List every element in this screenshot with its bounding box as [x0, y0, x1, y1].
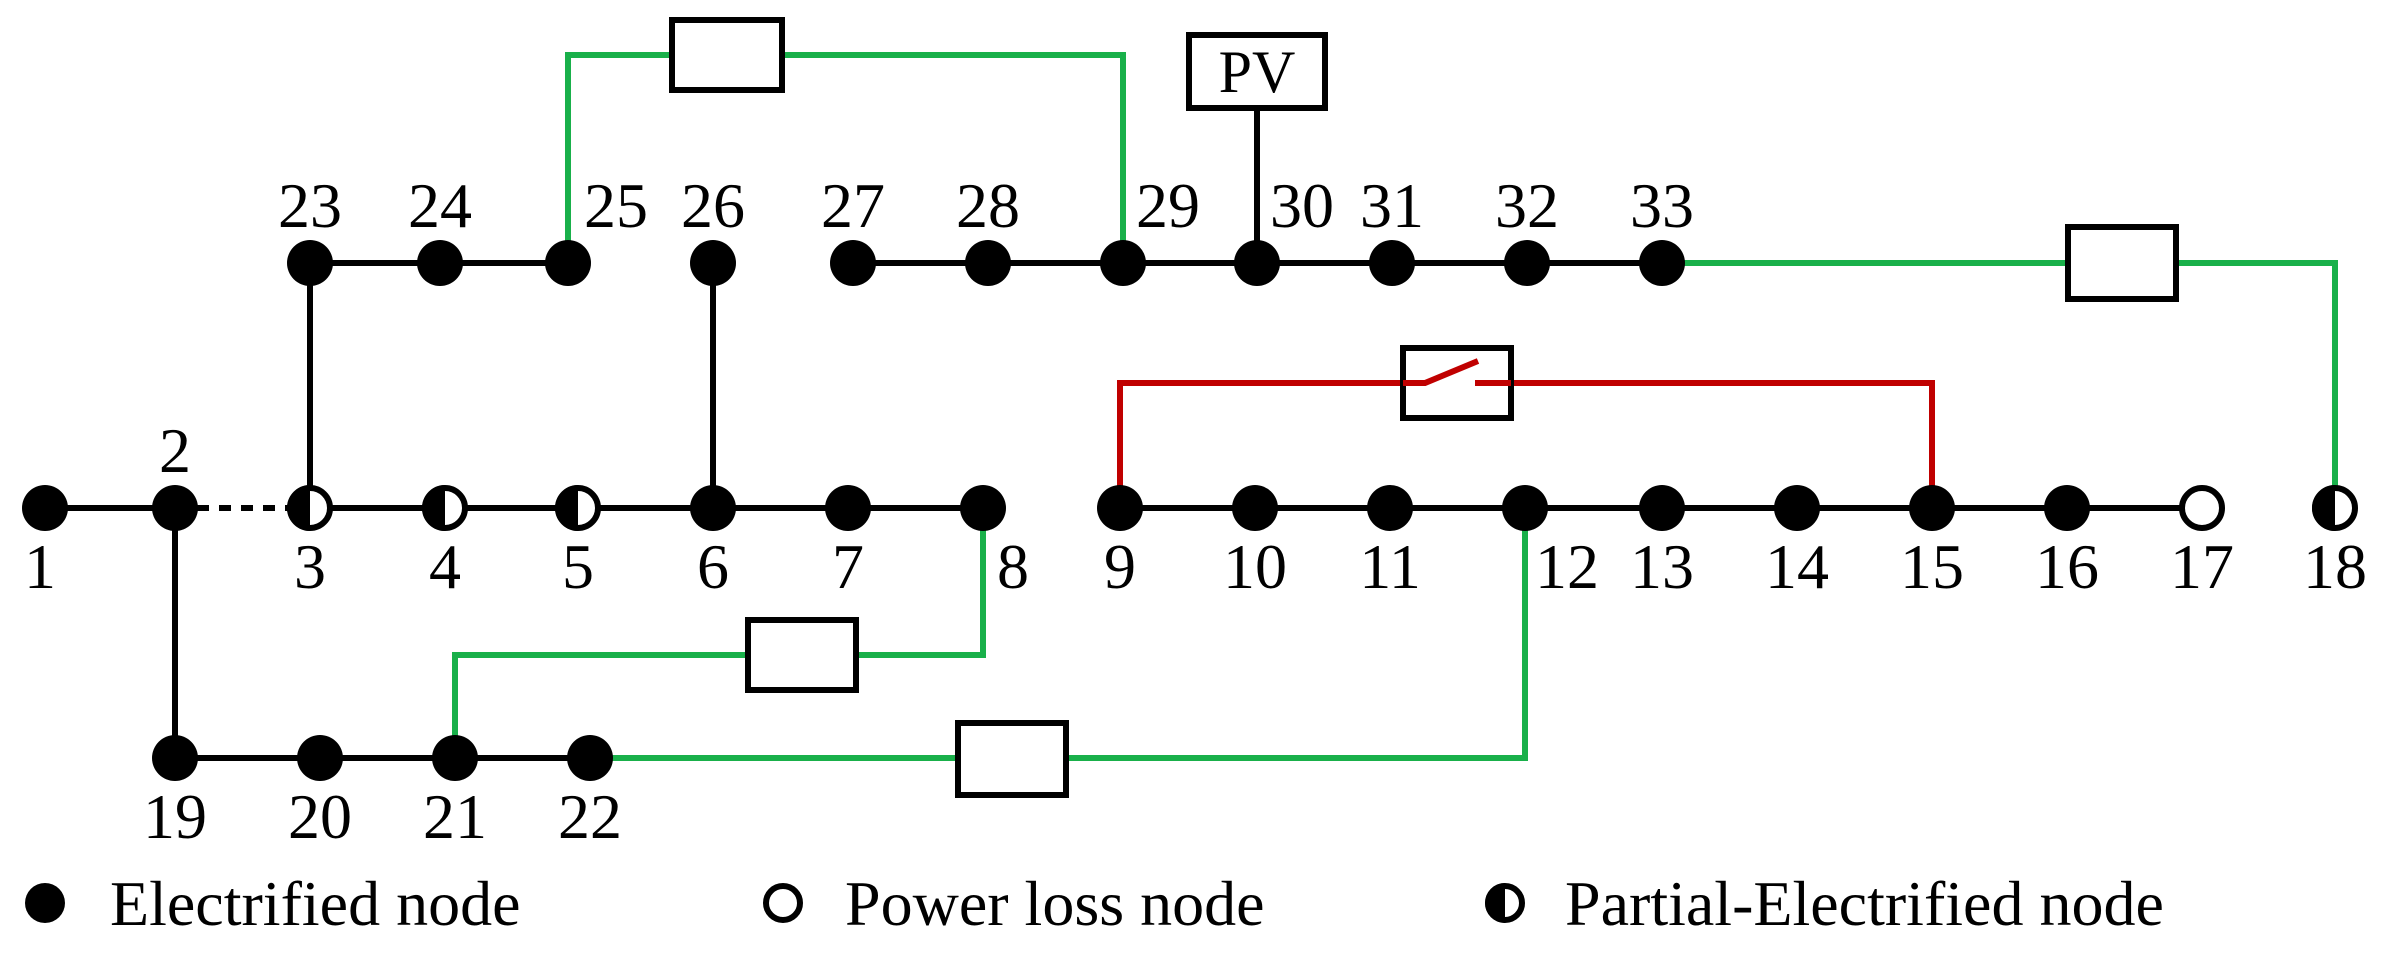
tie-switch-box	[745, 617, 859, 693]
node-24	[417, 240, 463, 286]
tie-line-33-18	[1662, 224, 2338, 508]
node-label-27: 27	[821, 170, 885, 241]
node-1	[22, 485, 68, 531]
pv-box	[1186, 32, 1328, 111]
node-29	[1100, 240, 1146, 286]
node-31	[1369, 240, 1415, 286]
node-label-21: 21	[423, 781, 487, 852]
legend-symbol-power-loss	[763, 883, 803, 923]
node-label-25: 25	[584, 170, 648, 241]
node-label-20: 20	[288, 781, 352, 852]
node-label-28: 28	[956, 170, 1020, 241]
node-19	[152, 735, 198, 781]
legend-symbol-electrified	[25, 883, 65, 923]
tie-switch-box	[955, 720, 1069, 798]
node-32	[1504, 240, 1550, 286]
node-18	[2312, 485, 2358, 531]
tie-switch-box	[2065, 224, 2179, 302]
node-15	[1909, 485, 1955, 531]
node-9	[1097, 485, 1143, 531]
node-label-15: 15	[1900, 531, 1964, 602]
legend-label-partial: Partial-Electrified node	[1565, 868, 2164, 939]
node-label-11: 11	[1359, 531, 1421, 602]
node-2	[152, 485, 198, 531]
node-label-10: 10	[1223, 531, 1287, 602]
node-8	[960, 485, 1006, 531]
node-label-19: 19	[143, 781, 207, 852]
tie-switch-box	[669, 17, 785, 93]
pv-layer: PV	[1186, 32, 1328, 263]
node-label-3: 3	[294, 531, 326, 602]
node-22	[567, 735, 613, 781]
node-20	[297, 735, 343, 781]
legend: Electrified node Power loss node Partial-E…	[25, 868, 2164, 939]
tie-line-12-22	[590, 508, 1528, 798]
node-11	[1367, 485, 1413, 531]
node-23	[287, 240, 333, 286]
tie-line-8-21	[452, 508, 986, 758]
node-12	[1502, 485, 1548, 531]
node-21	[432, 735, 478, 781]
node-label-24: 24	[408, 170, 472, 241]
node-label-12: 12	[1535, 531, 1599, 602]
node-label-2: 2	[159, 415, 191, 486]
node-13	[1639, 485, 1685, 531]
node-3	[287, 485, 333, 531]
tie-line-25-29	[565, 17, 1126, 263]
tie-lines-layer	[452, 17, 2338, 798]
node-27	[830, 240, 876, 286]
node-25	[545, 240, 591, 286]
node-5	[555, 485, 601, 531]
pv-source: PV	[1186, 32, 1328, 263]
node-label-8: 8	[997, 531, 1029, 602]
pv-label: PV	[1219, 39, 1296, 105]
nodes-layer	[22, 240, 2358, 781]
node-label-31: 31	[1360, 170, 1424, 241]
node-4	[422, 485, 468, 531]
node-label-7: 7	[832, 531, 864, 602]
node-label-1: 1	[24, 531, 56, 602]
node-label-22: 22	[558, 781, 622, 852]
tie-line-9-15	[1117, 345, 1935, 508]
node-14	[1774, 485, 1820, 531]
node-label-16: 16	[2035, 531, 2099, 602]
legend-item-electrified: Electrified node	[25, 868, 520, 939]
node-16	[2044, 485, 2090, 531]
legend-label-power-loss: Power loss node	[845, 868, 1265, 939]
node-label-29: 29	[1136, 170, 1200, 241]
node-label-14: 14	[1765, 531, 1829, 602]
node-26	[690, 240, 736, 286]
node-label-26: 26	[681, 170, 745, 241]
node-label-30: 30	[1270, 170, 1334, 241]
node-17	[2179, 485, 2225, 531]
node-6	[690, 485, 736, 531]
legend-item-power-loss: Power loss node	[763, 868, 1265, 939]
node-label-13: 13	[1630, 531, 1694, 602]
node-7	[825, 485, 871, 531]
node-label-9: 9	[1104, 531, 1136, 602]
switch-blade	[1403, 358, 1480, 386]
node-label-5: 5	[562, 531, 594, 602]
node-label-18: 18	[2303, 531, 2367, 602]
node-label-17: 17	[2170, 531, 2234, 602]
legend-label-electrified: Electrified node	[110, 868, 520, 939]
node-30	[1234, 240, 1280, 286]
node-label-32: 32	[1495, 170, 1559, 241]
node-label-4: 4	[429, 531, 461, 602]
node-10	[1232, 485, 1278, 531]
node-label-6: 6	[697, 531, 729, 602]
node-33	[1639, 240, 1685, 286]
node-label-33: 33	[1630, 170, 1694, 241]
legend-item-partial: Partial-Electrified node	[1485, 868, 2164, 939]
node-28	[965, 240, 1011, 286]
node-label-23: 23	[278, 170, 342, 241]
legend-symbol-partial	[1485, 883, 1525, 923]
